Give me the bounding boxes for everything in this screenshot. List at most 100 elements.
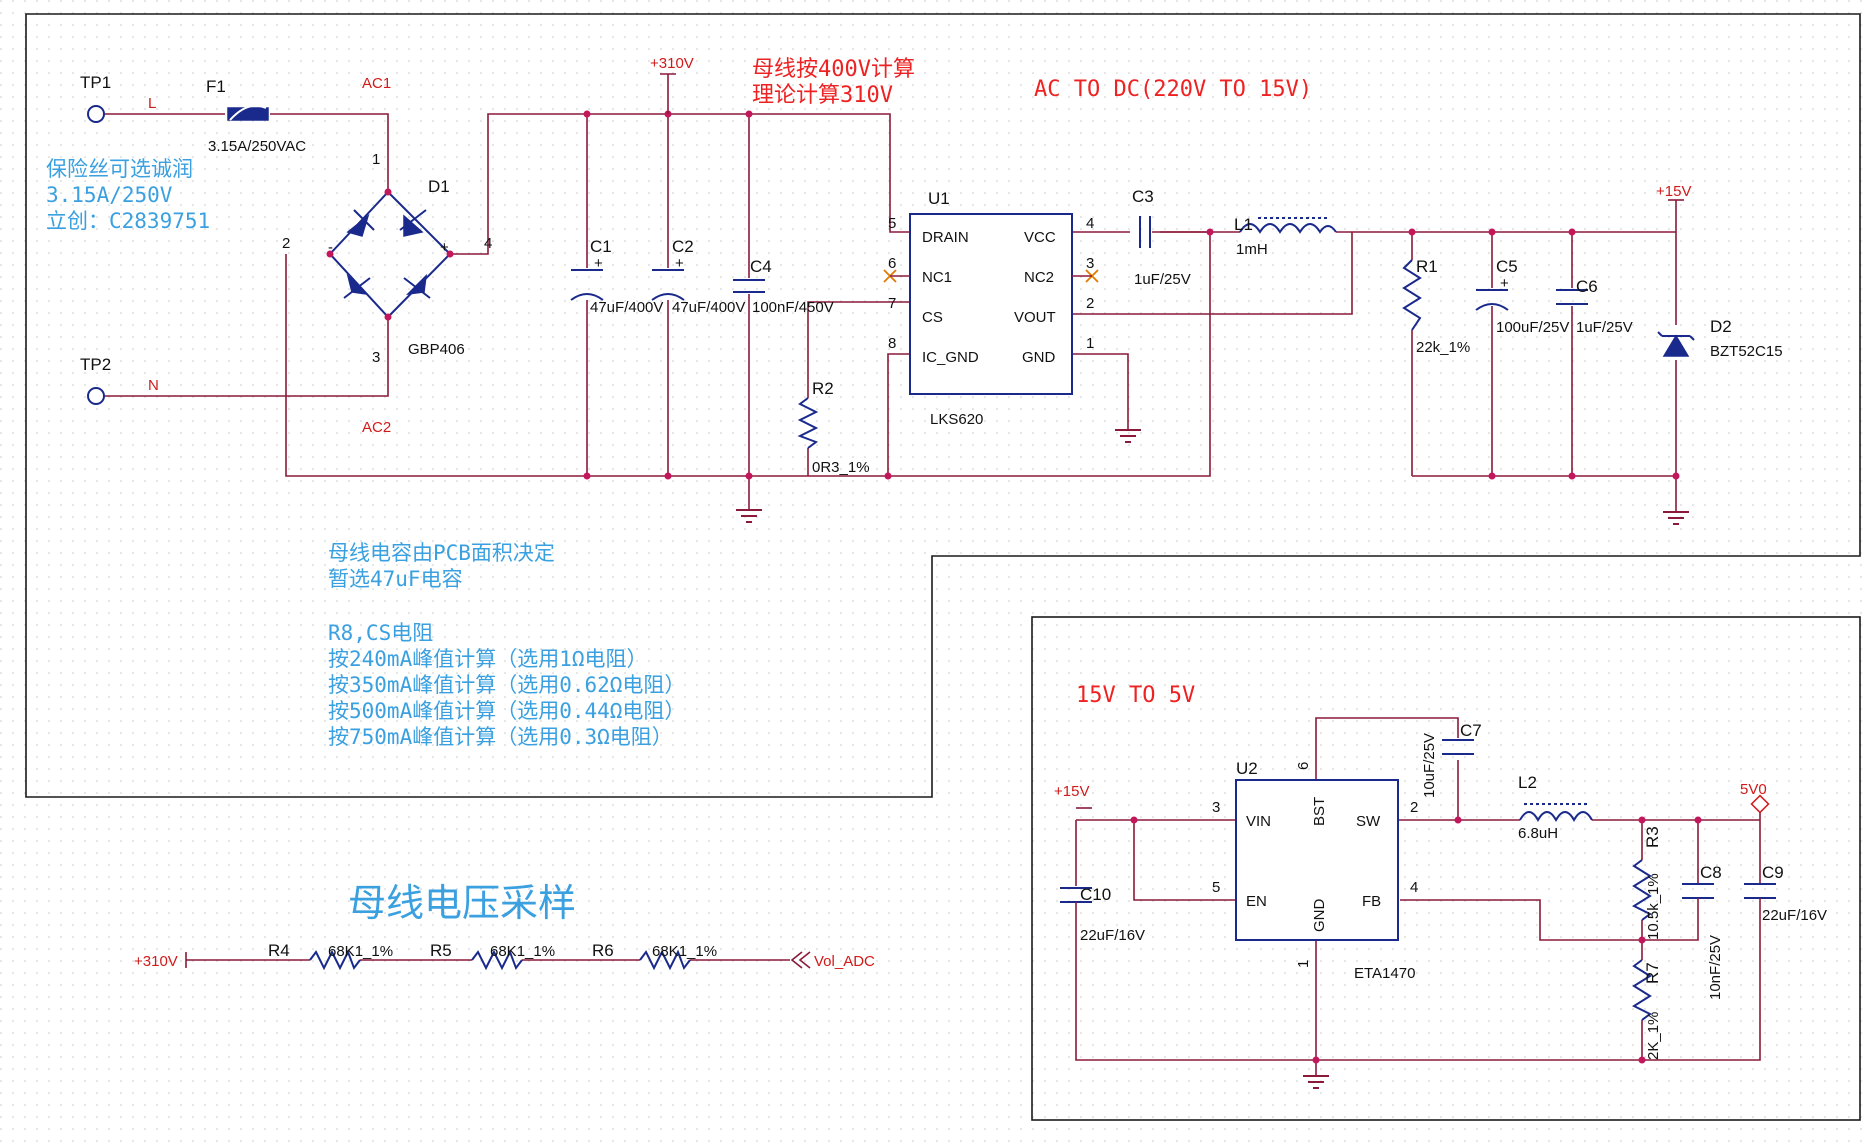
capacitor-c5[interactable]: + C5 100uF/25V [1475,257,1569,336]
ground-symbol-1 [736,509,762,523]
u2-value: ETA1470 [1354,965,1415,982]
c3-ref: C3 [1132,187,1154,206]
u2-pinnum-3: 3 [1212,799,1220,816]
u1-pin-vout: VOUT [1014,309,1056,326]
note-bus-cap-line-1: 母线电容由PCB面积决定 [328,541,555,565]
sampling-divider: +310V Vol_ADC [134,951,875,970]
l2-ref: L2 [1518,773,1537,792]
u2-ref: U2 [1236,759,1258,778]
svg-text:+: + [1500,275,1509,292]
net-vol-adc-label: Vol_ADC [814,953,875,970]
c6-value: 1uF/25V [1576,319,1633,336]
note-cs-line-4: 按500mA峰值计算（选用0.44Ω电阻） [328,699,685,723]
capacitor-c7[interactable]: C7 10uF/25V [1421,721,1482,798]
u1-pinnum-3: 3 [1086,255,1094,272]
resistor-r2[interactable]: R2 0R3_1% [797,379,870,476]
r4-ref: R4 [268,941,290,960]
resistor-r4[interactable]: R4 68K1_1% [268,941,393,971]
resistor-r7[interactable]: R7 2K_1% [1631,959,1662,1060]
net-5v-label: 5V0 [1740,781,1767,798]
u1-pin-ic-gnd: IC_GND [922,349,979,366]
r6-value: 68K1_1% [652,943,717,960]
fuse-f1[interactable]: F1 3.15A/250VAC [206,77,306,155]
u2-pinnum-2: 2 [1410,799,1418,816]
d1-ref: D1 [428,177,450,196]
capacitor-c9[interactable]: C9 22uF/16V [1744,863,1827,924]
r1-ref: R1 [1416,257,1438,276]
note-cs-resistor: R8,CS电阻 按240mA峰值计算（选用1Ω电阻） 按350mA峰值计算（选用… [328,621,685,749]
l1-value: 1mH [1236,241,1268,258]
r7-ref: R7 [1643,962,1662,984]
f1-ref: F1 [206,77,226,96]
u1-pinnum-8: 8 [888,335,896,352]
note-cs-line-2: 按240mA峰值计算（选用1Ω电阻） [328,647,648,671]
r2-ref: R2 [812,379,834,398]
u2-pinnum-6: 6 [1295,762,1312,770]
svg-text:+: + [594,255,603,272]
tp1-label: TP1 [80,73,111,92]
r5-value: 68K1_1% [490,943,555,960]
net-neutral: N [148,377,159,394]
note-bus-voltage: 母线按400V计算 理论计算310V [752,57,915,108]
d1-pin4: 4 [484,235,492,252]
net-310v-adc-label: +310V [134,953,178,970]
u2-pin-bst: BST [1311,797,1328,826]
u1-pin-cs: CS [922,309,943,326]
inductor-l1[interactable]: L1 1mH [1234,215,1337,258]
u2-pin-vin: VIN [1246,813,1271,830]
net-flag-5v: 5V0 [1740,781,1770,814]
u2-pinnum-5: 5 [1212,879,1220,896]
tp2[interactable]: TP2 [80,355,111,405]
tp1[interactable]: TP1 [80,73,111,123]
r7-value: 2K_1% [1645,1012,1662,1060]
r2-value: 0R3_1% [812,459,870,476]
u1-pinnum-2: 2 [1086,295,1094,312]
net-live: L [148,95,156,112]
c8-value: 10nF/25V [1707,935,1724,1000]
note-bus-voltage-line-2: 理论计算310V [752,83,893,108]
tp2-label: TP2 [80,355,111,374]
note-bus-cap: 母线电容由PCB面积决定 暂选47uF电容 [328,541,555,591]
capacitor-c6[interactable]: C6 1uF/25V [1556,277,1633,336]
dc-dc-junctions [1130,816,1702,1064]
u1-pin-nc1: NC1 [922,269,952,286]
d1-pin3: 3 [372,349,380,366]
ic-u2[interactable]: U2 ETA1470 VIN EN SW FB BST GND 3 5 2 4 … [1212,759,1418,982]
sampling-title: 母线电压采样 [348,881,576,925]
inductor-l2[interactable]: L2 6.8uH [1518,773,1593,842]
ground-symbol-4 [1303,1075,1329,1089]
d1-value: GBP406 [408,341,465,358]
c9-ref: C9 [1762,863,1784,882]
c2-value: 47uF/400V [672,299,745,316]
net-ac2: AC2 [362,419,391,436]
note-fuse-line-1: 保险丝可选诚润 [46,157,193,181]
note-bus-cap-line-2: 暂选47uF电容 [328,567,463,591]
c4-ref: C4 [750,257,772,276]
u1-pinnum-1: 1 [1086,335,1094,352]
capacitor-c1[interactable]: + C1 47uF/400V [570,237,663,316]
resistor-r6[interactable]: R6 68K1_1% [592,941,717,971]
note-fuse: 保险丝可选诚润 3.15A/250V 立创：C2839751 [46,157,210,233]
resistor-r3[interactable]: R3 10.5k_1% [1631,826,1662,940]
capacitor-c2[interactable]: + C2 47uF/400V [651,237,745,316]
ground-symbol-2 [1115,429,1141,443]
c8-ref: C8 [1700,863,1722,882]
bridge-rectifier-d1[interactable]: D1 GBP406 1 2 3 4 - + [282,151,492,366]
net-ac1: AC1 [362,75,391,92]
u2-pin-en: EN [1246,893,1267,910]
d1-plus: + [440,239,449,256]
zener-diode-d2[interactable]: D2 BZT52C15 [1657,317,1783,360]
capacitor-c4[interactable]: C4 100nF/450V [733,257,834,316]
capacitor-c3[interactable]: C3 1uF/25V [1132,187,1191,288]
note-fuse-line-3: 立创：C2839751 [46,209,210,233]
ic-u1[interactable]: U1 LKS620 DRAIN NC1 CS IC_GND VCC NC2 VO… [883,189,1099,428]
c1-value: 47uF/400V [590,299,663,316]
u1-pin-drain: DRAIN [922,229,969,246]
capacitor-c8[interactable]: C8 10nF/25V [1682,863,1724,1000]
resistor-r1[interactable]: R1 22k_1% [1402,257,1470,356]
capacitor-c10[interactable]: C10 22uF/16V [1060,885,1145,944]
resistor-r5[interactable]: R5 68K1_1% [430,941,555,971]
d1-minus: - [328,239,333,256]
u2-pin-fb: FB [1362,893,1381,910]
